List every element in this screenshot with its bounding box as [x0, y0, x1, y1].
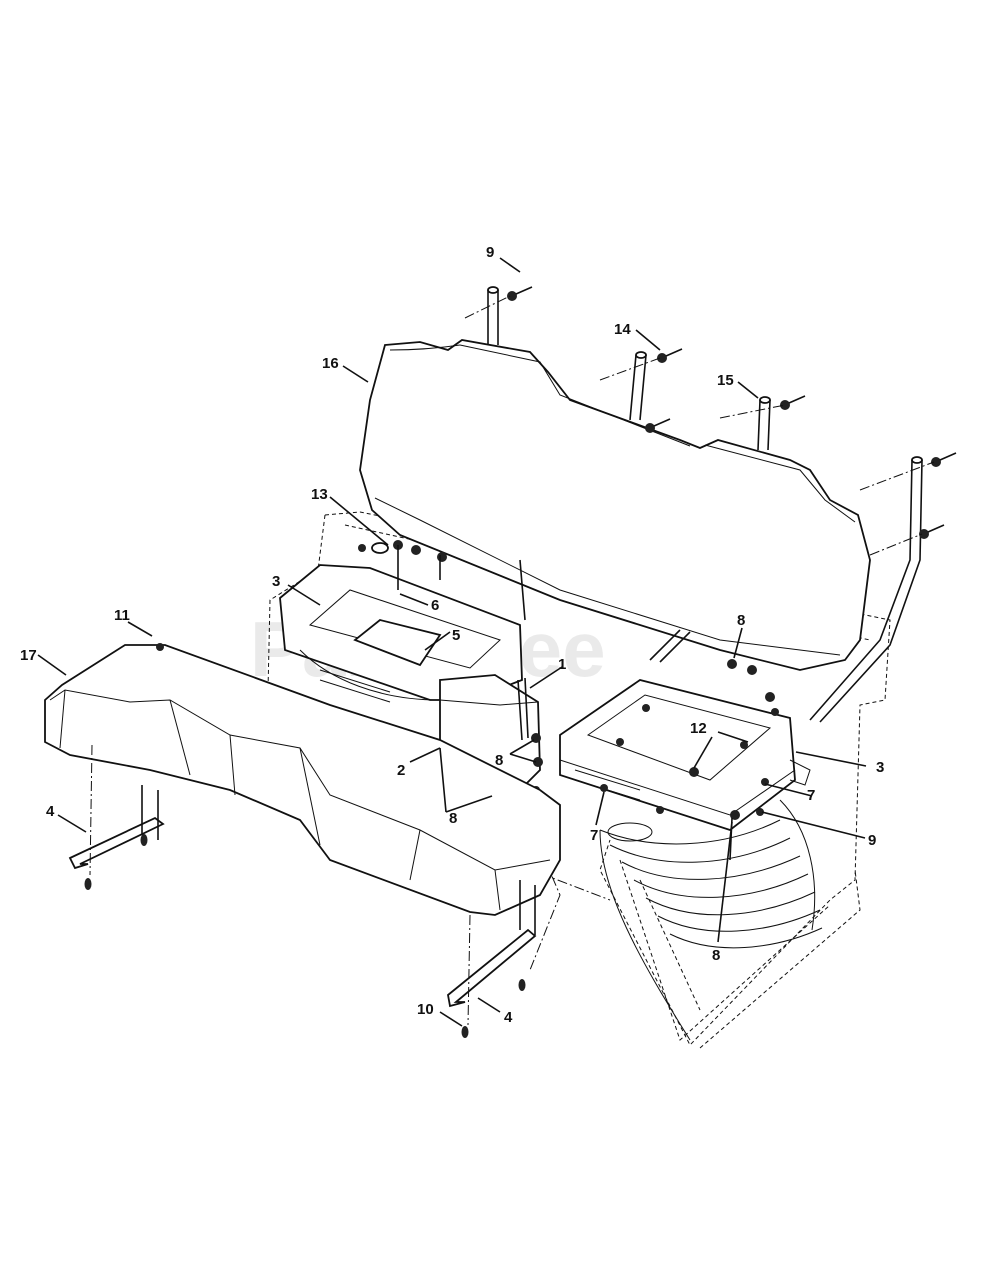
- hood-contour: [599, 799, 823, 1041]
- callout-4-right: 4: [504, 1009, 513, 1026]
- callout-10: 10: [417, 1001, 434, 1018]
- leader-lines: [37, 257, 867, 1027]
- callout-9: 9: [486, 244, 494, 261]
- bolt-hardware: [464, 286, 957, 556]
- callout-8-upper: 8: [737, 612, 745, 629]
- callout-2: 2: [397, 762, 405, 779]
- callout-4-left: 4: [46, 803, 55, 820]
- left-seat-pan: [279, 540, 523, 703]
- backrest-cushion: [359, 339, 871, 671]
- callout-5: 5: [452, 627, 460, 644]
- callout-7-left: 7: [590, 827, 598, 844]
- callout-15: 15: [717, 372, 734, 389]
- seat-posts: [487, 286, 923, 723]
- callout-6: 6: [431, 597, 439, 614]
- callout-14: 14: [614, 321, 631, 338]
- seat-cushion: [44, 644, 561, 916]
- callout-8-lower: 8: [449, 810, 457, 827]
- callout-7-right: 7: [807, 787, 815, 804]
- callout-3-right: 3: [876, 759, 884, 776]
- callout-labels: 9 14 16 15 13 3 6 8 11 5 17 1 12 2 8 3 7…: [20, 244, 884, 1026]
- callout-3-left: 3: [272, 573, 280, 590]
- callout-16: 16: [322, 355, 339, 372]
- callout-12: 12: [690, 720, 707, 737]
- callout-11: 11: [114, 607, 130, 624]
- callout-1: 1: [558, 656, 566, 673]
- callout-17: 17: [20, 647, 37, 664]
- right-seat-pan: [559, 659, 811, 861]
- callout-13: 13: [311, 486, 328, 503]
- seat-brackets: [68, 643, 537, 1038]
- callout-9-right: 9: [868, 832, 876, 849]
- callout-8-bottom: 8: [712, 947, 720, 964]
- callout-8-center: 8: [495, 752, 503, 769]
